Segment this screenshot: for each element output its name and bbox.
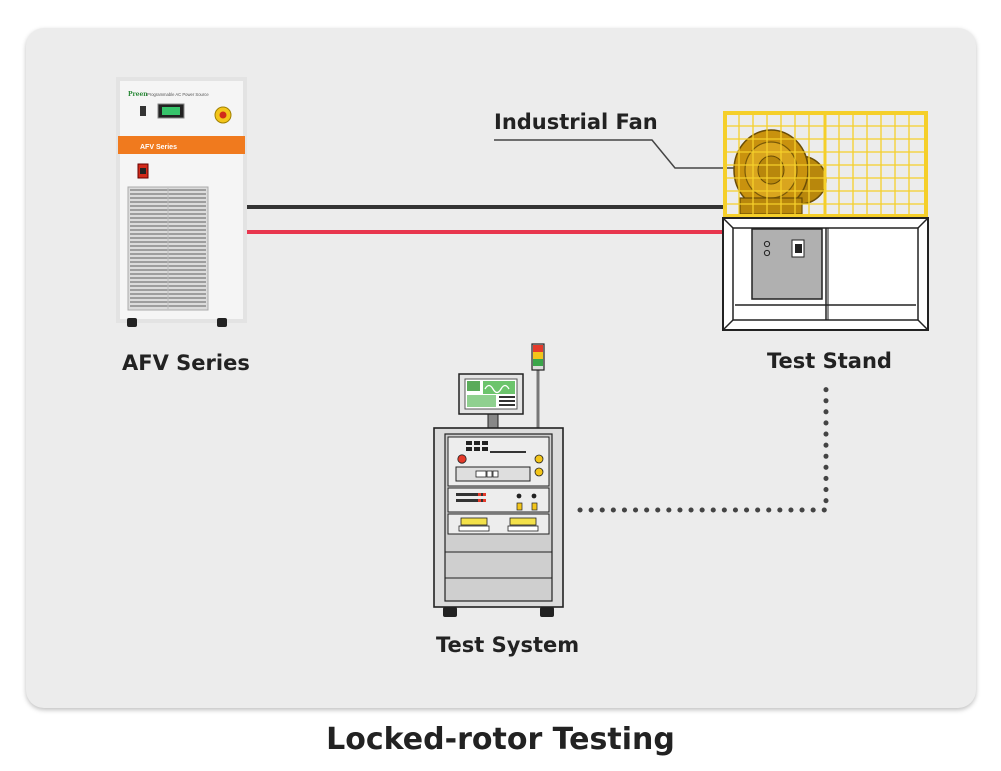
afv-band-text: AFV Series (140, 144, 177, 151)
test-system-rack (433, 343, 564, 617)
test-stand-frame (722, 217, 929, 331)
afv-series-label: AFV Series (122, 351, 250, 375)
afv-brand-logo: Preen (128, 91, 148, 98)
afv-series-cabinet (116, 77, 247, 327)
test-system-label: Test System (436, 633, 580, 657)
industrial-fan-label: Industrial Fan (494, 110, 658, 134)
afv-panel-subtitle: Programmable AC Power Source (147, 92, 209, 97)
fan-safety-cage (723, 111, 928, 218)
diagram-caption: Locked-rotor Testing (326, 722, 675, 757)
signal-dotted-line (577, 382, 829, 513)
test-stand-label: Test Stand (767, 349, 892, 373)
industrial-fan-icon (733, 129, 827, 215)
fan-callout-line (494, 139, 740, 169)
